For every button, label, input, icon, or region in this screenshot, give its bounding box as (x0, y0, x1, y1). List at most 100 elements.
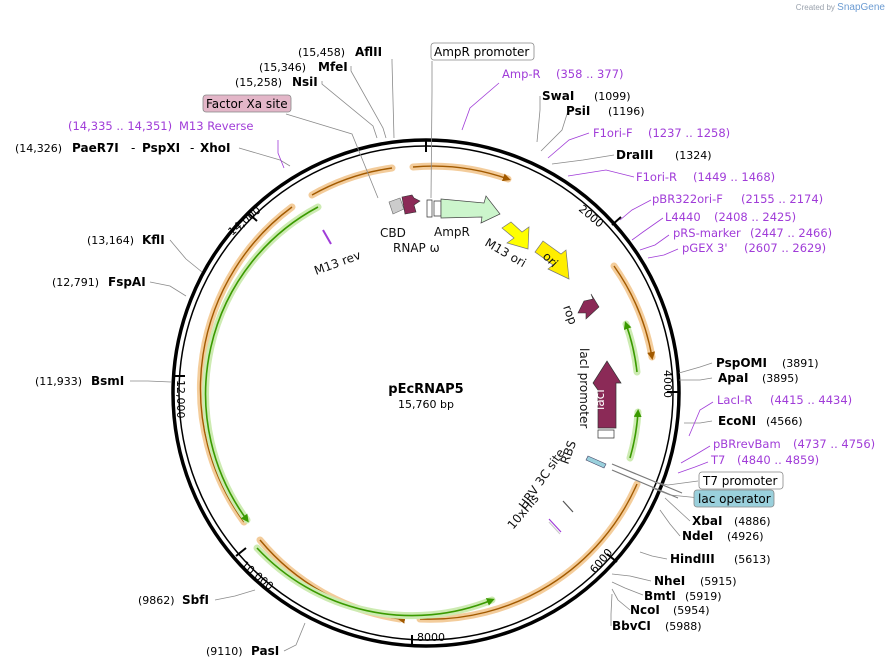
enzyme-apa1-pos: (3895) (762, 372, 799, 385)
primer-ampr-name: Amp-R (502, 67, 541, 81)
enzyme-dra3-pos: (1324) (675, 149, 712, 162)
enzyme-afl2-pos: (15,458) (298, 46, 345, 59)
primer-f1orir-range: (1449 .. 1468) (693, 170, 775, 184)
ampr-arrow (440, 195, 501, 224)
label-ampr: AmpR (434, 225, 470, 239)
credit-prefix: Created by (795, 3, 835, 12)
enzyme-afl2-name: AflII (355, 45, 382, 59)
t7-promoter-label-box (698, 471, 784, 490)
enzyme-psi1-name: PsiI (566, 104, 590, 118)
enzyme-bsm1-pos: (11,933) (35, 375, 82, 388)
label-rop: rop (560, 303, 580, 326)
t7-promoter-label: T7 promoter (702, 474, 778, 488)
enzyme-mfe1-pos: (15,346) (259, 61, 306, 74)
tick-label-2000: 2000 (576, 202, 606, 230)
enzyme-pas1-name: PasI (251, 644, 279, 658)
ori-arrow (534, 240, 570, 280)
m13-ori-arrow (501, 221, 530, 250)
enzyme-swa1-pos: (1099) (594, 90, 631, 103)
enzyme-nsi1-pos: (15,258) (235, 76, 282, 89)
enzyme-nco1-name: NcoI (630, 603, 660, 617)
inner-orf-lines (204, 206, 642, 617)
enzyme-apa1-name: ApaI (718, 371, 748, 385)
enzyme-pspomi-name: PspOMI (716, 356, 767, 370)
primer-pgex-range: (2607 .. 2629) (744, 241, 826, 255)
primer-pbrrev-range: (4737 .. 4756) (793, 437, 875, 451)
primer-pbr322-name: pBR322ori-F (652, 192, 723, 206)
enzyme-bsm1-name: BsmI (91, 374, 124, 388)
primer-pbrrev-name: pBRrevBam (713, 437, 781, 451)
ampr-promoter-box (426, 199, 433, 218)
enzyme-pspomi-pos: (3891) (782, 357, 819, 370)
enzyme-bmt1-name: BmtI (644, 589, 676, 603)
lac-operator-label-box (693, 489, 775, 508)
label-cbd: CBD (380, 226, 406, 240)
label-laci-promoter: lacI promoter (577, 348, 591, 428)
snapgene-credit: Created by SnapGene (796, 2, 885, 13)
plasmid-name: pEcRNAP5 (388, 382, 463, 397)
lac-operator-label: lac operator (698, 492, 771, 506)
inner-features (322, 194, 683, 535)
primer-f1orif-range: (1237 .. 1258) (648, 126, 730, 140)
tick-label-8000: 8000 (417, 631, 445, 644)
enzyme-sbf1-pos: (9862) (138, 594, 175, 607)
label-rnap: RNAP ω (393, 241, 440, 255)
enzyme-xba1-pos: (4886) (734, 515, 771, 528)
snapgene-brand: SnapGene (837, 2, 885, 13)
enzyme-mfe1-name: MfeI (318, 60, 348, 74)
enzyme-bbvc1-name: BbvCI (612, 619, 651, 633)
enzyme-bbvc1-pos: (5988) (665, 620, 702, 633)
enzyme-fspa1-pos: (12,791) (52, 276, 99, 289)
enzyme-xba1-name: XbaI (692, 514, 722, 528)
enzyme-nde1-pos: (4926) (727, 530, 764, 543)
primer-laci-range: (4415 .. 4434) (770, 393, 852, 407)
enzyme-kfl1-name: KflI (142, 233, 165, 247)
enzyme-kfl1-pos: (13,164) (87, 234, 134, 247)
enzyme-nhe1-pos: (5915) (700, 575, 737, 588)
enzyme-pae-name3: XhoI (200, 141, 231, 155)
enzyme-hind3-pos: (5613) (734, 553, 771, 566)
label-m13-rev: M13 rev (312, 248, 362, 278)
ampr-promoter-label-box (430, 42, 535, 61)
primer-t7-range: (4840 .. 4859) (737, 453, 819, 467)
primer-f1orir-name: F1ori-R (636, 170, 677, 184)
primer-laci-name: LacI-R (717, 393, 752, 407)
enzyme-fspa1-name: FspAI (108, 275, 146, 289)
enzyme-labels-right: SwaI (1099) PsiI (1196) DraIII (1324) Ps… (542, 89, 819, 633)
enzyme-econ1-name: EcoNI (718, 414, 756, 428)
primer-m13rev-range: (14,335 .. 14,351) (68, 119, 172, 133)
cbd-shape (388, 197, 405, 215)
label-laci: lacI (593, 389, 607, 410)
primer-l4440-name: L4440 (665, 210, 701, 224)
m13-rev-mark (322, 229, 332, 245)
primer-pbr322-range: (2155 .. 2174) (741, 192, 823, 206)
enzyme-pae-sep1: - (131, 141, 135, 155)
primer-labels: (14,335 .. 14,351) M13 Reverse Amp-R (35… (68, 67, 875, 467)
enzyme-pas1-pos: (9110) (206, 645, 243, 658)
enzyme-pae-sep2: - (190, 141, 194, 155)
enzyme-leader-lines (130, 59, 713, 652)
enzyme-sbf1-name: SbfI (182, 593, 209, 607)
primer-m13rev-name: M13 Reverse (179, 119, 253, 133)
primer-pgex-name: pGEX 3' (682, 241, 728, 255)
ampr-promoter-label: AmpR promoter (434, 45, 529, 59)
enzyme-nde1-name: NdeI (682, 529, 713, 543)
plasmid-length: 15,760 bp (398, 398, 454, 411)
enzyme-pae-name: PaeR7I (72, 141, 119, 155)
rop-arrow (577, 293, 600, 320)
rbs-box (585, 455, 607, 469)
tick-label-12000: 12,000 (174, 380, 187, 419)
laci-arrow (592, 360, 622, 429)
position-ticks (173, 140, 679, 646)
factor-xa-label-box (202, 94, 292, 113)
enzyme-nhe1-name: NheI (654, 574, 685, 588)
primer-prs-range: (2447 .. 2466) (750, 226, 832, 240)
primer-leader-lines (277, 82, 714, 474)
enzyme-nsi1-name: NsiI (292, 75, 318, 89)
primer-prs-name: pRS-marker (673, 226, 741, 240)
enzyme-labels-left: (15,458) AflII (15,346) MfeI (15,258) Ns… (15, 45, 382, 658)
rnap-omega-arrow (401, 194, 421, 215)
primer-l4440-range: (2408 .. 2425) (714, 210, 796, 224)
enzyme-swa1-name: SwaI (542, 89, 574, 103)
enzyme-dra3-name: DraIII (616, 148, 653, 162)
